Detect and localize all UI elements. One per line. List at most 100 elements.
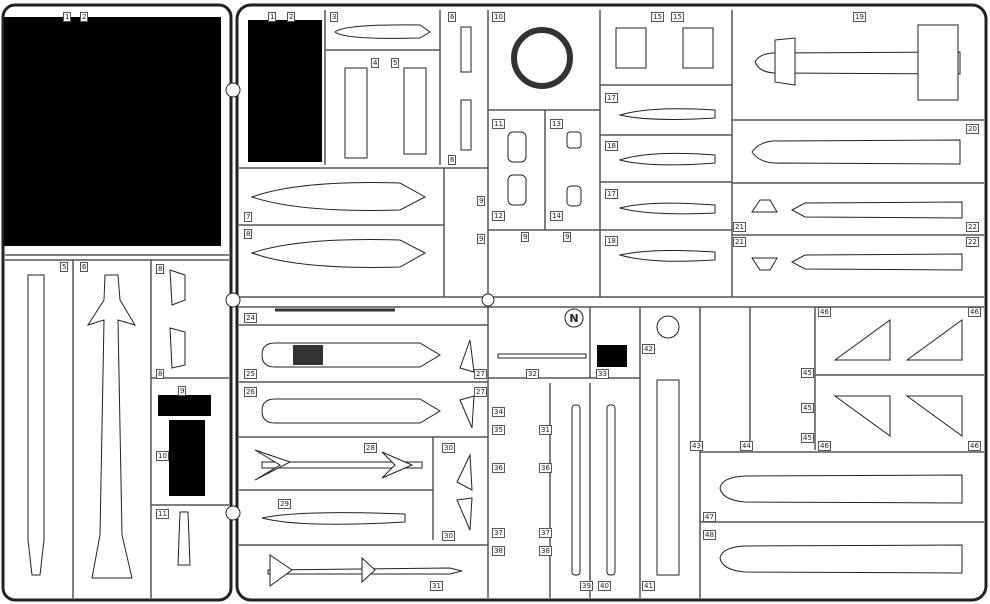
part-17b [618,202,716,215]
part-number: 5 [391,58,400,68]
part-39 [571,404,581,576]
part-number: 46 [968,307,981,317]
part-41 [656,379,680,576]
part-18b [618,250,716,262]
sprue-gate-left-3 [225,505,241,521]
part-12 [507,174,527,206]
part-bomb-5 [27,274,45,576]
redacted-region [4,17,221,246]
part-number: 2 [80,12,89,22]
part-number: 45 [801,433,814,443]
redacted-region [597,345,627,367]
part-21a [751,199,778,213]
part-number: 17 [605,189,618,199]
part-29 [261,512,406,525]
part-number: 45 [801,403,814,413]
part-26 [261,398,441,424]
part-number: 46 [818,307,831,317]
part-number: 6 [448,155,457,165]
part-3 [334,24,431,39]
part-number: 6 [80,262,89,272]
part-number: 21 [733,222,746,232]
part-number: 38 [539,546,552,556]
part-19-missile [754,24,961,101]
part-number: 9 [563,232,572,242]
sprue-junction [481,293,495,307]
part-8b [169,327,186,369]
part-8 [250,239,427,268]
part-number: 44 [740,441,753,451]
part-number: 24 [244,313,257,323]
part-number: 6 [448,12,457,22]
part-20 [751,139,961,165]
part-18a [618,152,716,166]
part-11 [177,511,191,566]
logo: N [564,308,584,328]
part-11-seat [507,131,527,163]
part-8a [169,269,186,306]
part-number: 31 [539,425,552,435]
part-number: 18 [605,236,618,246]
part-number: 12 [492,211,505,221]
part-number: 42 [642,344,655,354]
sprue-gate-left-1 [225,82,241,98]
part-number: 7 [244,212,253,222]
part-number: 40 [598,581,611,591]
part-number: 43 [690,441,703,451]
part-number: 45 [801,368,814,378]
part-number: 8 [156,264,165,274]
part-number: 1 [268,12,277,22]
part-15a [615,27,647,69]
part-27a [459,339,475,373]
part-number: 46 [968,441,981,451]
part-number: 27 [474,369,487,379]
part-27b [459,395,475,429]
part-number: 35 [492,425,505,435]
part-10-ring [511,27,573,89]
part-number: 28 [364,443,377,453]
part-number: 9 [477,196,486,206]
part-47 [719,474,963,504]
part-31-missile [267,554,463,587]
part-number: 32 [526,369,539,379]
part-40 [606,404,616,576]
part-number: 10 [156,451,169,461]
part-number: 13 [550,119,563,129]
part-4 [344,67,368,159]
part-number: 31 [430,581,443,591]
part-number: 47 [703,512,716,522]
part-bomb-6 [86,274,137,579]
part-number: 22 [966,237,979,247]
part-number: 8 [244,229,253,239]
part-32 [497,353,587,359]
part-number: 5 [60,262,69,272]
part-number: 41 [642,581,655,591]
part-15b [682,27,714,69]
part-42 [656,315,680,339]
part-number: 36 [539,463,552,473]
part-number: 1 [63,12,72,22]
part-number: 30 [442,531,455,541]
part-number: 34 [492,407,505,417]
part-number: 14 [550,211,563,221]
part-number: 19 [853,12,866,22]
part-25-panel [293,345,323,365]
part-number: 10 [492,12,505,22]
part-30b [456,497,473,531]
part-14 [566,185,582,207]
part-48 [719,544,963,574]
part-5 [403,67,427,155]
part-17a [618,108,716,120]
part-number: 8 [156,369,165,379]
part-number: 9 [477,234,486,244]
part-6b [460,99,472,151]
part-number: 11 [492,119,505,129]
logo-letter: N [569,312,578,325]
part-number: 11 [156,509,169,519]
redacted-region [158,395,211,416]
part-number: 29 [278,499,291,509]
part-number: 37 [492,528,505,538]
part-number: 2 [287,12,296,22]
part-28-missile [254,449,423,481]
